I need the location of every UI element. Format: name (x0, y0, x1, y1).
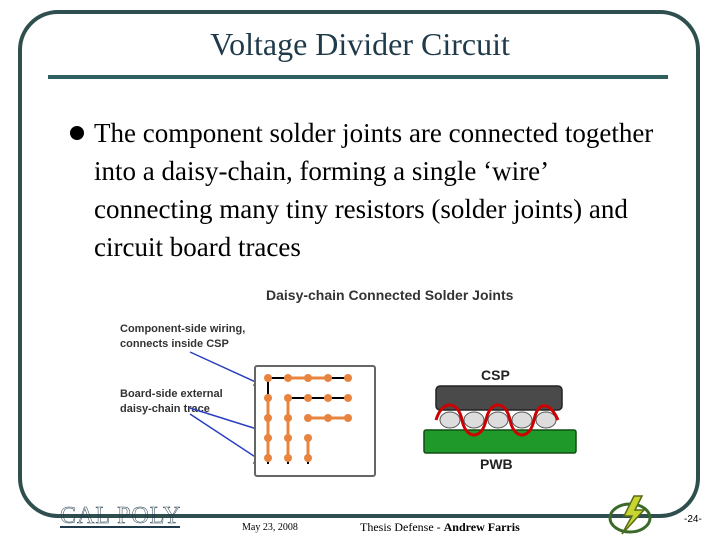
solder-ball (264, 374, 272, 382)
solder-ball (284, 374, 292, 382)
solder-ball (324, 414, 332, 422)
footer-author: Andrew Farris (443, 520, 520, 534)
side-solder-ball (487, 411, 509, 429)
solder-ball (264, 454, 272, 462)
solder-ball (324, 394, 332, 402)
solder-ball (324, 374, 332, 382)
label-board-line1: Board-side external (120, 388, 223, 400)
bullet-text: The component solder joints are connecte… (94, 118, 654, 262)
solder-ball (284, 414, 292, 422)
csp-package (435, 385, 563, 411)
footer-date: May 23, 2008 (242, 522, 298, 533)
solder-ball (264, 394, 272, 402)
daisy-chain-diagram: Daisy-chain Connected Solder Joints Comp… (120, 287, 577, 477)
footer-thesis-prefix: Thesis Defense - (360, 520, 444, 534)
arrow-component (189, 351, 261, 385)
slide-title: Voltage Divider Circuit (210, 26, 510, 62)
diagram-heading: Daisy-chain Connected Solder Joints (266, 287, 514, 303)
solder-ball (344, 414, 352, 422)
solder-ball (344, 394, 352, 402)
side-solder-ball (511, 411, 533, 429)
solder-balls (264, 374, 352, 462)
cal-poly-logo-text: CAL POLY (60, 503, 181, 529)
label-board-line2: daisy-chain trace (120, 403, 210, 415)
solder-ball (284, 394, 292, 402)
side-solder-ball (463, 411, 485, 429)
cae-logo-icon (608, 495, 652, 535)
title-underline (48, 75, 668, 79)
solder-ball (344, 374, 352, 382)
solder-ball (304, 454, 312, 462)
pwb-label: PWB (480, 456, 513, 472)
solder-ball (304, 434, 312, 442)
pwb-board (423, 429, 577, 454)
solder-ball (304, 394, 312, 402)
arrow-board-1 (189, 407, 261, 431)
solder-ball (264, 434, 272, 442)
label-component-line2: connects inside CSP (120, 338, 229, 350)
cal-poly-logo: CAL POLY (60, 503, 181, 530)
footer-thesis: Thesis Defense - Andrew Farris (360, 520, 520, 535)
arrow-board-2 (189, 413, 261, 461)
solder-ball (284, 434, 292, 442)
side-solder-ball (439, 411, 461, 429)
label-component-line1: Component-side wiring, (120, 323, 245, 335)
solder-ball (304, 374, 312, 382)
solder-ball (264, 414, 272, 422)
side-view-solder-balls (439, 411, 557, 429)
side-view-daisy-wire (434, 403, 560, 437)
cae-logo-bolt (621, 495, 646, 535)
csp-grid-box (254, 365, 376, 477)
csp-label: CSP (481, 367, 510, 383)
page-number: -24- (684, 514, 702, 525)
side-solder-ball (535, 411, 557, 429)
bullet-dot-icon (70, 126, 84, 140)
solder-ball (284, 454, 292, 462)
solder-ball (304, 414, 312, 422)
